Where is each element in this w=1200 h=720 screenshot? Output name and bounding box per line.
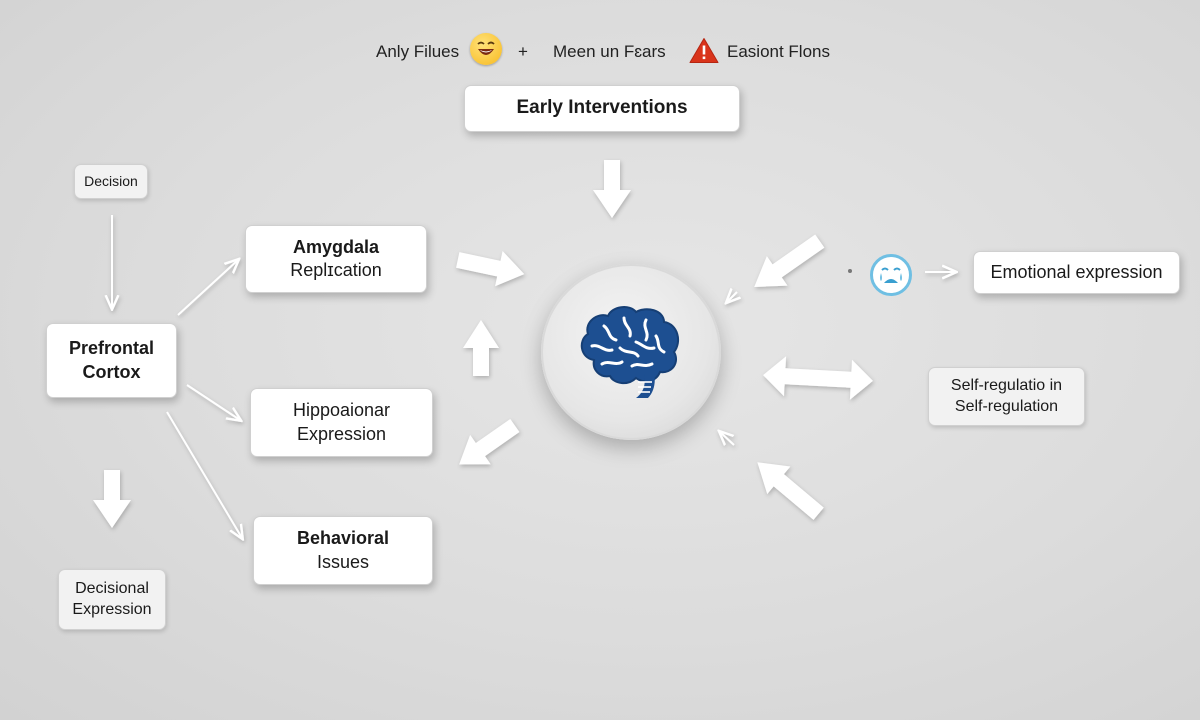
brain-icon	[580, 306, 680, 398]
arrow-prefrontal-to-hippocampal	[186, 384, 240, 420]
node-decision: Decision	[74, 164, 148, 199]
block-arrow-brain-to-behavioral	[757, 462, 824, 520]
block-arrow-double-self-regulation	[763, 356, 873, 400]
connector-dot	[848, 269, 852, 273]
node-hippocampal-expression: Hippoaionar Expression	[250, 388, 433, 457]
node-prefrontal-line-1: Prefrontal	[68, 338, 155, 359]
node-behavioral-line-1: Behavioral	[296, 528, 390, 549]
block-arrow-early-to-brain	[593, 160, 631, 218]
warning-icon	[689, 37, 719, 64]
arrow-small-to-brain	[727, 292, 737, 302]
node-early-interventions-label: Early Interventions	[516, 97, 688, 119]
block-arrow-brain-to-hippocampal	[459, 418, 520, 465]
legend-item-1: Anly Filues	[376, 42, 460, 61]
node-amygdala-line-1: Amygdala	[292, 236, 380, 257]
node-decisional-expression: Decisional Expression	[58, 569, 166, 630]
block-arrow-emotion-to-brain	[754, 234, 825, 287]
node-decision-label: Decision	[84, 173, 138, 190]
arrow-prefrontal-to-behavioral	[166, 411, 242, 538]
arrow-prefrontal-to-amygdala	[177, 260, 238, 316]
legend: Anly Filues + Meen un Fɛars Easiont Flon…	[376, 33, 836, 69]
node-behavioral-line-2: Issues	[316, 551, 370, 572]
node-prefrontal-cortex: Prefrontal Cortox	[46, 323, 177, 398]
laughing-emoji-icon	[470, 33, 502, 65]
brain-hub	[541, 264, 721, 440]
node-self-regulation-line-2: Self-regulation	[954, 397, 1059, 415]
node-behavioral-issues: Behavioral Issues	[253, 516, 433, 585]
node-emotional-label: Emotional expression	[990, 261, 1163, 282]
node-early-interventions: Early Interventions	[464, 85, 740, 132]
arrow-small-from-brain	[720, 432, 735, 445]
legend-item-3: Easiont Flons	[727, 42, 830, 61]
node-prefrontal-line-2: Cortox	[82, 361, 141, 382]
node-self-regulation-line-1: Self-regulatio in	[950, 376, 1063, 394]
node-decisional-line-1: Decisional	[75, 579, 149, 597]
block-arrow-up-to-amygdala	[463, 320, 499, 376]
node-hippocampal-line-2: Expression	[296, 423, 387, 444]
node-amygdala-line-2: Replɪcation	[290, 260, 382, 280]
node-hippocampal-line-1: Hippoaionar	[292, 400, 391, 421]
legend-item-2: Meen un Fɛars	[553, 42, 666, 61]
legend-plus: +	[518, 42, 528, 61]
node-amygdala: Amygdala Replɪcation	[245, 225, 427, 293]
node-decisional-line-2: Expression	[72, 600, 152, 618]
node-self-regulation: Self-regulatio in Self-regulation	[928, 367, 1085, 426]
sad-face-icon	[870, 254, 912, 296]
node-emotional-expression: Emotional expression	[973, 251, 1180, 294]
block-arrow-amygdala-to-brain	[456, 251, 525, 287]
block-arrow-down-left	[93, 470, 131, 528]
